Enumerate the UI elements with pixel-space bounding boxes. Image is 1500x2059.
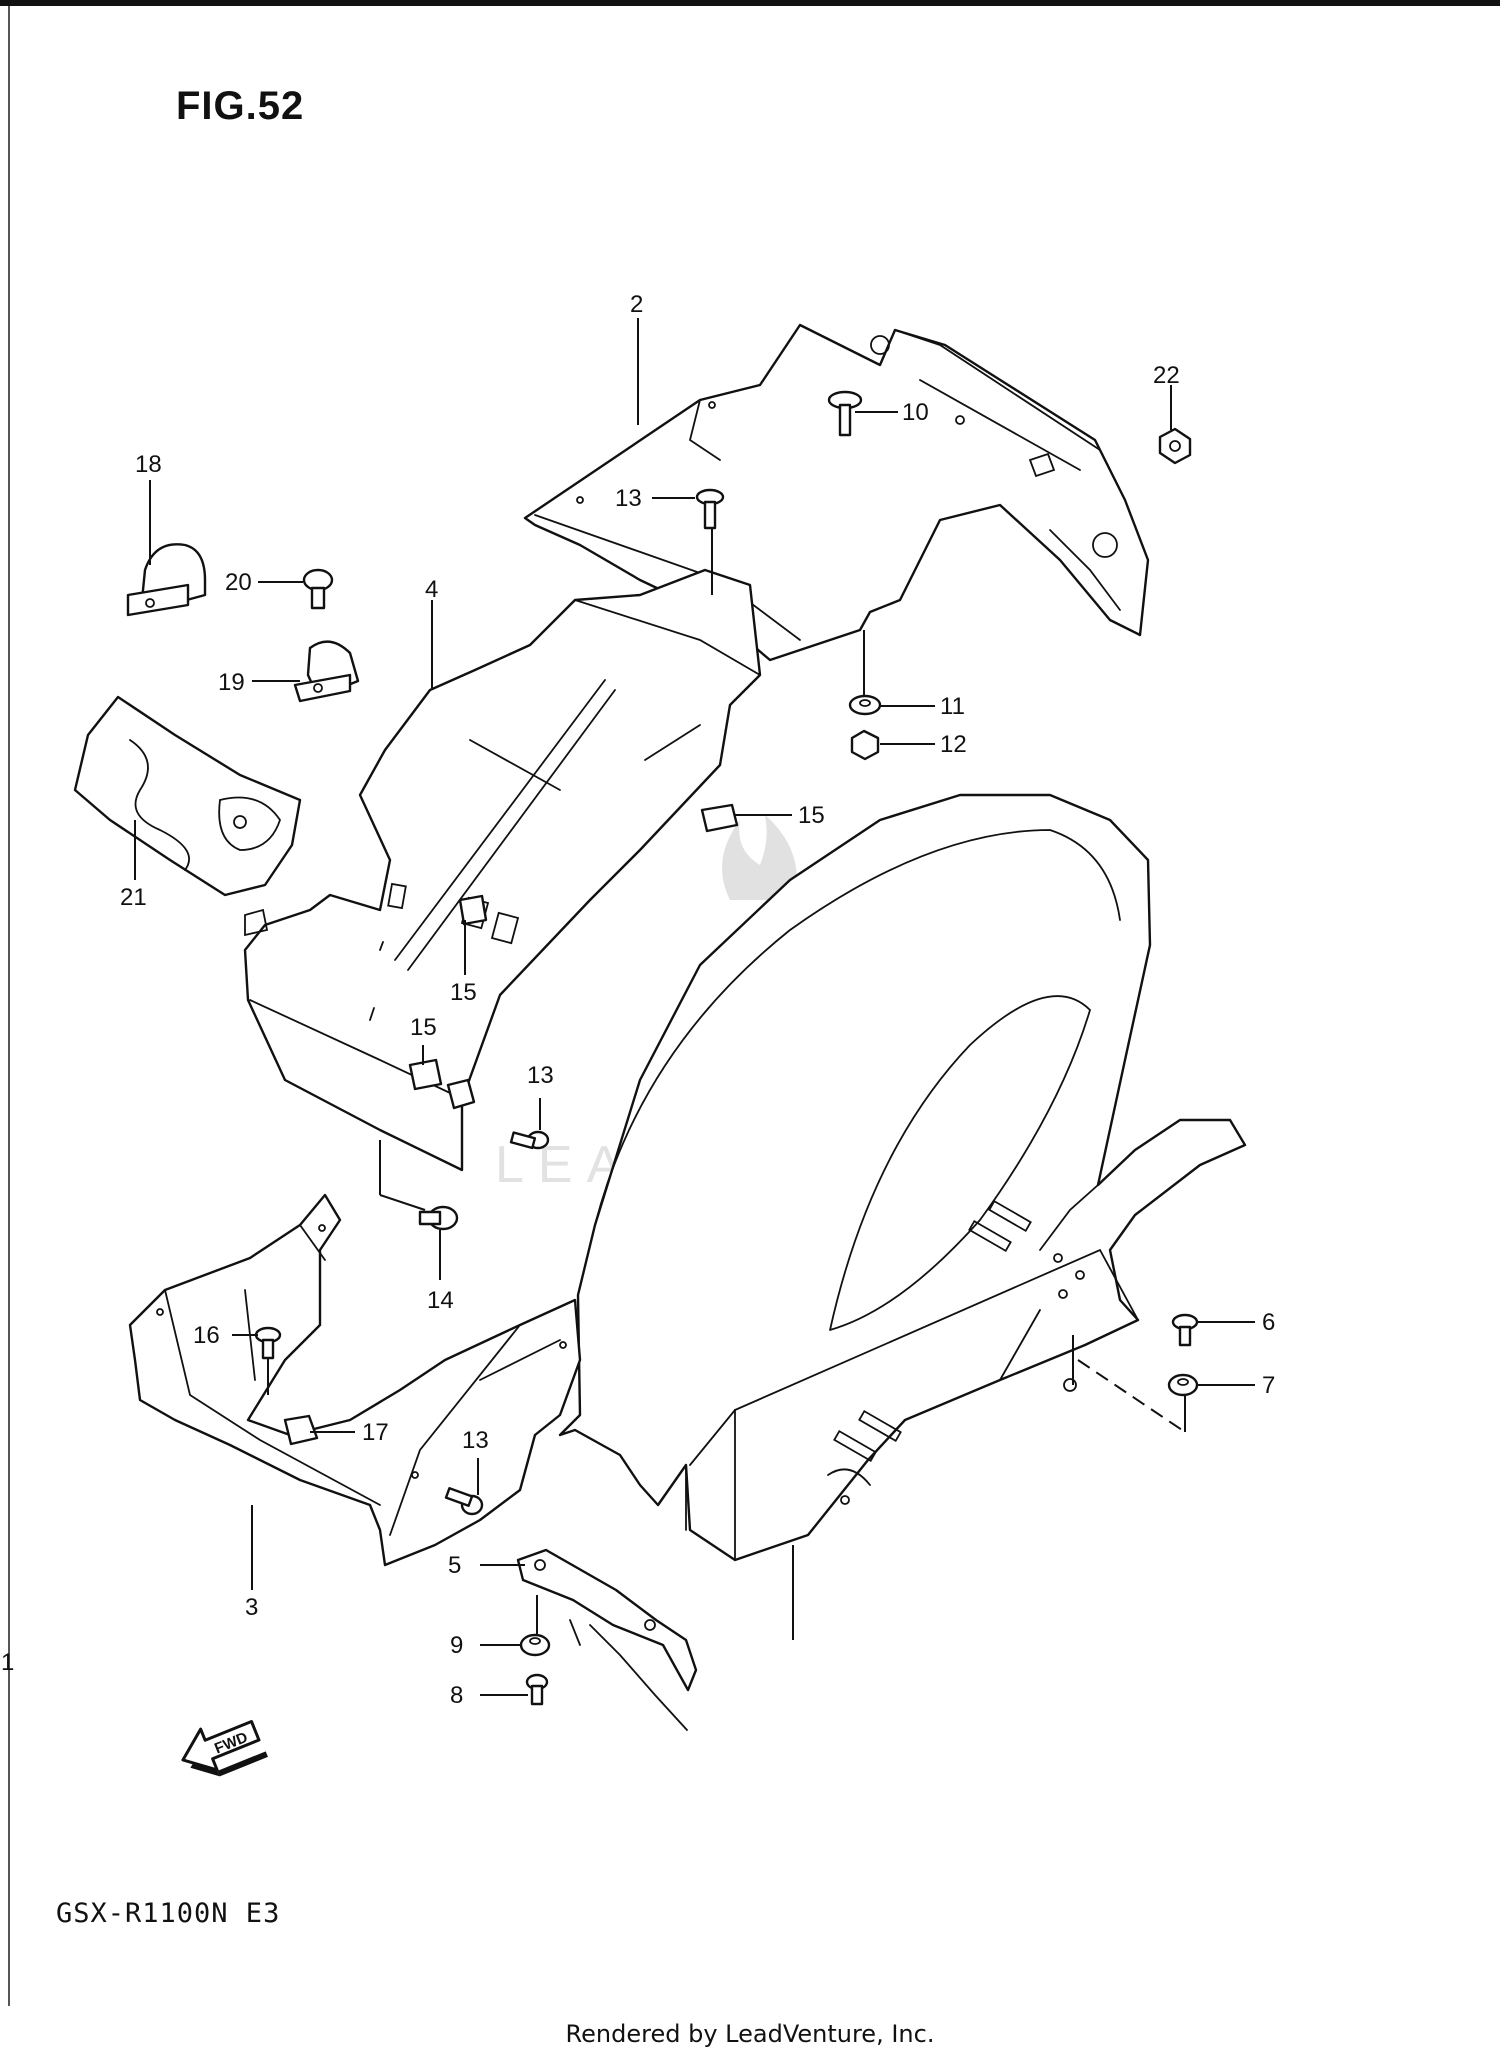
- callout-17: 17: [362, 1419, 389, 1446]
- part-15-clip-lower: [408, 1058, 443, 1091]
- callout-15-middle: 15: [450, 979, 477, 1006]
- left-border: [8, 6, 10, 2006]
- part-13-screw-middle: [446, 1078, 550, 1150]
- part-12-nut: [850, 729, 880, 761]
- callout-labels: 1 2 3 4 5 6 7 8 9 10 11 12 13 13 13 14 1…: [1, 291, 1275, 1709]
- part-5-bracket: [516, 1548, 698, 1731]
- callout-15-lower: 15: [410, 1014, 437, 1041]
- callout-5: 5: [448, 1552, 461, 1579]
- part-13-screw-upper: [695, 488, 725, 530]
- callout-13-middle: 13: [527, 1062, 554, 1089]
- callout-13-upper: 13: [615, 485, 642, 512]
- part-8-bolt: [525, 1673, 549, 1706]
- fwd-label: FWD: [212, 1729, 250, 1758]
- part-21-mud-flap: [73, 695, 302, 897]
- callout-1: 1: [1, 1649, 14, 1676]
- callout-15-right: 15: [798, 802, 825, 829]
- callout-19: 19: [218, 669, 245, 696]
- part-7-grommet: [1167, 1373, 1199, 1397]
- callout-11: 11: [940, 693, 965, 720]
- part-9-washer: [519, 1633, 551, 1657]
- callout-21: 21: [120, 884, 147, 911]
- callout-13-lower: 13: [462, 1427, 489, 1454]
- part-15-clip-middle: [458, 894, 488, 926]
- part-3-lower-cover: [128, 1193, 582, 1567]
- callout-18: 18: [135, 451, 162, 478]
- callout-20: 20: [225, 569, 252, 596]
- callout-6: 6: [1262, 1309, 1275, 1336]
- part-10-screw: [827, 390, 863, 437]
- callout-4: 4: [425, 576, 438, 603]
- callout-8: 8: [450, 1682, 463, 1709]
- fwd-arrow: FWD: [181, 1719, 268, 1777]
- callout-10: 10: [902, 399, 929, 426]
- callout-7: 7: [1262, 1372, 1275, 1399]
- part-19-bracket: [293, 640, 360, 703]
- callout-9: 9: [450, 1632, 463, 1659]
- leader-lines: [134, 318, 1255, 1696]
- part-1-rear-fender: [558, 793, 1247, 1562]
- footer-credit: Rendered by LeadVenture, Inc.: [565, 2020, 935, 2048]
- callout-12: 12: [940, 731, 967, 758]
- top-border: [0, 0, 1500, 6]
- callout-3: 3: [245, 1594, 258, 1621]
- model-label: GSX-R1100N E3: [56, 1898, 281, 1929]
- part-14-bolt: [418, 1205, 459, 1231]
- callout-2: 2: [630, 291, 643, 318]
- callout-14: 14: [427, 1287, 454, 1314]
- part-17-clip: [283, 1414, 319, 1446]
- part-6-bolt: [1171, 1313, 1199, 1347]
- callout-22: 22: [1153, 362, 1180, 389]
- part-4-inner-fender: [243, 568, 762, 1172]
- part-11-washer: [848, 694, 882, 716]
- part-13-screw-lower: [444, 1486, 484, 1516]
- part-15-clip-right: [700, 803, 739, 833]
- figure-title: FIG.52: [176, 84, 305, 128]
- part-18-clamp: [126, 543, 207, 617]
- part-22-nut: [1158, 427, 1192, 465]
- callout-16: 16: [193, 1322, 220, 1349]
- part-20-bolt: [302, 568, 334, 610]
